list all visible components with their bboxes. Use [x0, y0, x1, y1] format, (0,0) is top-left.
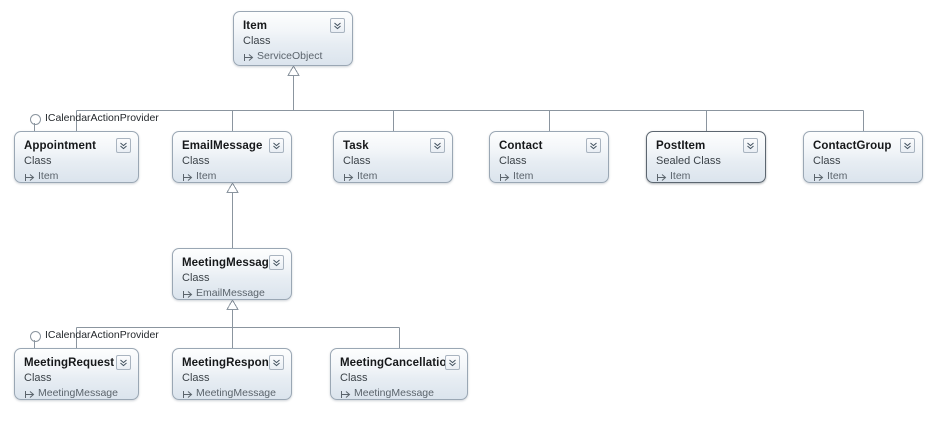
class-base-type: Item [813, 169, 913, 183]
inheritance-arrowhead [226, 182, 239, 193]
chevron-double-down-icon [334, 22, 341, 30]
chevron-double-down-icon [120, 142, 127, 150]
class-shape-meetingcancellation[interactable]: MeetingCancellation Class MeetingMessage [330, 348, 468, 400]
class-base-type: Item [499, 169, 599, 183]
interface-lollipop-icon [30, 114, 41, 125]
class-kind: Class [24, 155, 52, 167]
class-name: MeetingResponse [182, 357, 282, 369]
base-type-arrow-icon [182, 389, 193, 400]
class-shape-appointment[interactable]: Appointment Class Item [14, 131, 139, 183]
base-type-arrow-icon [813, 172, 824, 183]
chevron-double-down-icon [434, 142, 441, 150]
class-shape-meetingresponse[interactable]: MeetingResponse Class MeetingMessage [172, 348, 292, 400]
class-shape-meetingmessage[interactable]: MeetingMessage Class EmailMessage [172, 248, 292, 300]
base-type-name: Item [357, 170, 378, 182]
class-shape-item[interactable]: Item Class ServiceObject [233, 11, 353, 66]
inheritance-item-bus [76, 74, 864, 132]
collapse-button[interactable] [430, 138, 445, 153]
class-name: MeetingMessage [182, 257, 276, 269]
collapse-button[interactable] [445, 355, 460, 370]
class-shape-contactgroup[interactable]: ContactGroup Class Item [803, 131, 923, 183]
class-kind: Class [340, 372, 368, 384]
class-base-type: ServiceObject [243, 49, 343, 63]
base-type-arrow-icon [499, 172, 510, 183]
base-type-arrow-icon [24, 172, 35, 183]
class-name: Appointment [24, 140, 97, 152]
base-type-arrow-icon [343, 172, 354, 183]
collapse-button[interactable] [116, 355, 131, 370]
class-kind: Class [499, 155, 527, 167]
class-kind: Sealed Class [656, 155, 721, 167]
class-name: MeetingCancellation [340, 357, 454, 369]
base-type-arrow-icon [182, 289, 193, 300]
base-type-name: MeetingMessage [196, 387, 276, 399]
class-kind: Class [813, 155, 841, 167]
chevron-double-down-icon [449, 359, 456, 367]
class-base-type: MeetingMessage [182, 386, 282, 400]
base-type-name: MeetingMessage [354, 387, 434, 399]
interface-lollipop-icon [30, 331, 41, 342]
class-name: PostItem [656, 140, 706, 152]
collapse-button[interactable] [586, 138, 601, 153]
collapse-button[interactable] [269, 255, 284, 270]
class-kind: Class [243, 35, 271, 47]
base-type-name: Item [670, 170, 691, 182]
collapse-button[interactable] [269, 355, 284, 370]
base-type-name: EmailMessage [196, 287, 265, 299]
class-kind: Class [182, 155, 210, 167]
base-type-name: Item [38, 170, 59, 182]
inheritance-arrowhead [226, 299, 239, 310]
chevron-double-down-icon [904, 142, 911, 150]
base-type-arrow-icon [656, 172, 667, 183]
class-kind: Class [24, 372, 52, 384]
class-shape-meetingrequest[interactable]: MeetingRequest Class MeetingMessage [14, 348, 139, 400]
class-name: ContactGroup [813, 140, 892, 152]
chevron-double-down-icon [273, 359, 280, 367]
inheritance-arrowhead [287, 65, 300, 76]
collapse-button[interactable] [116, 138, 131, 153]
collapse-button[interactable] [269, 138, 284, 153]
base-type-name: ServiceObject [257, 50, 323, 62]
base-type-name: Item [513, 170, 534, 182]
base-type-arrow-icon [24, 389, 35, 400]
chevron-double-down-icon [120, 359, 127, 367]
class-kind: Class [182, 272, 210, 284]
base-type-arrow-icon [243, 52, 254, 63]
interface-label: ICalendarActionProvider [45, 329, 159, 341]
class-shape-postitem[interactable]: PostItem Sealed Class Item [646, 131, 766, 183]
class-name: Item [243, 20, 268, 32]
chevron-double-down-icon [747, 142, 754, 150]
class-name: Task [343, 140, 369, 152]
collapse-button[interactable] [330, 18, 345, 33]
base-type-name: MeetingMessage [38, 387, 118, 399]
base-type-arrow-icon [340, 389, 351, 400]
chevron-double-down-icon [590, 142, 597, 150]
collapse-button[interactable] [743, 138, 758, 153]
class-kind: Class [343, 155, 371, 167]
base-type-name: Item [196, 170, 217, 182]
class-base-type: Item [656, 169, 756, 183]
class-shape-contact[interactable]: Contact Class Item [489, 131, 609, 183]
class-base-type: MeetingMessage [340, 386, 458, 400]
class-shape-emailmessage[interactable]: EmailMessage Class Item [172, 131, 292, 183]
chevron-double-down-icon [273, 259, 280, 267]
interface-label: ICalendarActionProvider [45, 112, 159, 124]
class-base-type: MeetingMessage [24, 386, 129, 400]
class-name: EmailMessage [182, 140, 263, 152]
class-base-type: EmailMessage [182, 286, 282, 300]
class-base-type: Item [24, 169, 129, 183]
class-base-type: Item [182, 169, 282, 183]
collapse-button[interactable] [900, 138, 915, 153]
base-type-arrow-icon [182, 172, 193, 183]
base-type-name: Item [827, 170, 848, 182]
chevron-double-down-icon [273, 142, 280, 150]
class-kind: Class [182, 372, 210, 384]
class-shape-task[interactable]: Task Class Item [333, 131, 453, 183]
class-name: MeetingRequest [24, 357, 115, 369]
class-base-type: Item [343, 169, 443, 183]
class-name: Contact [499, 140, 543, 152]
